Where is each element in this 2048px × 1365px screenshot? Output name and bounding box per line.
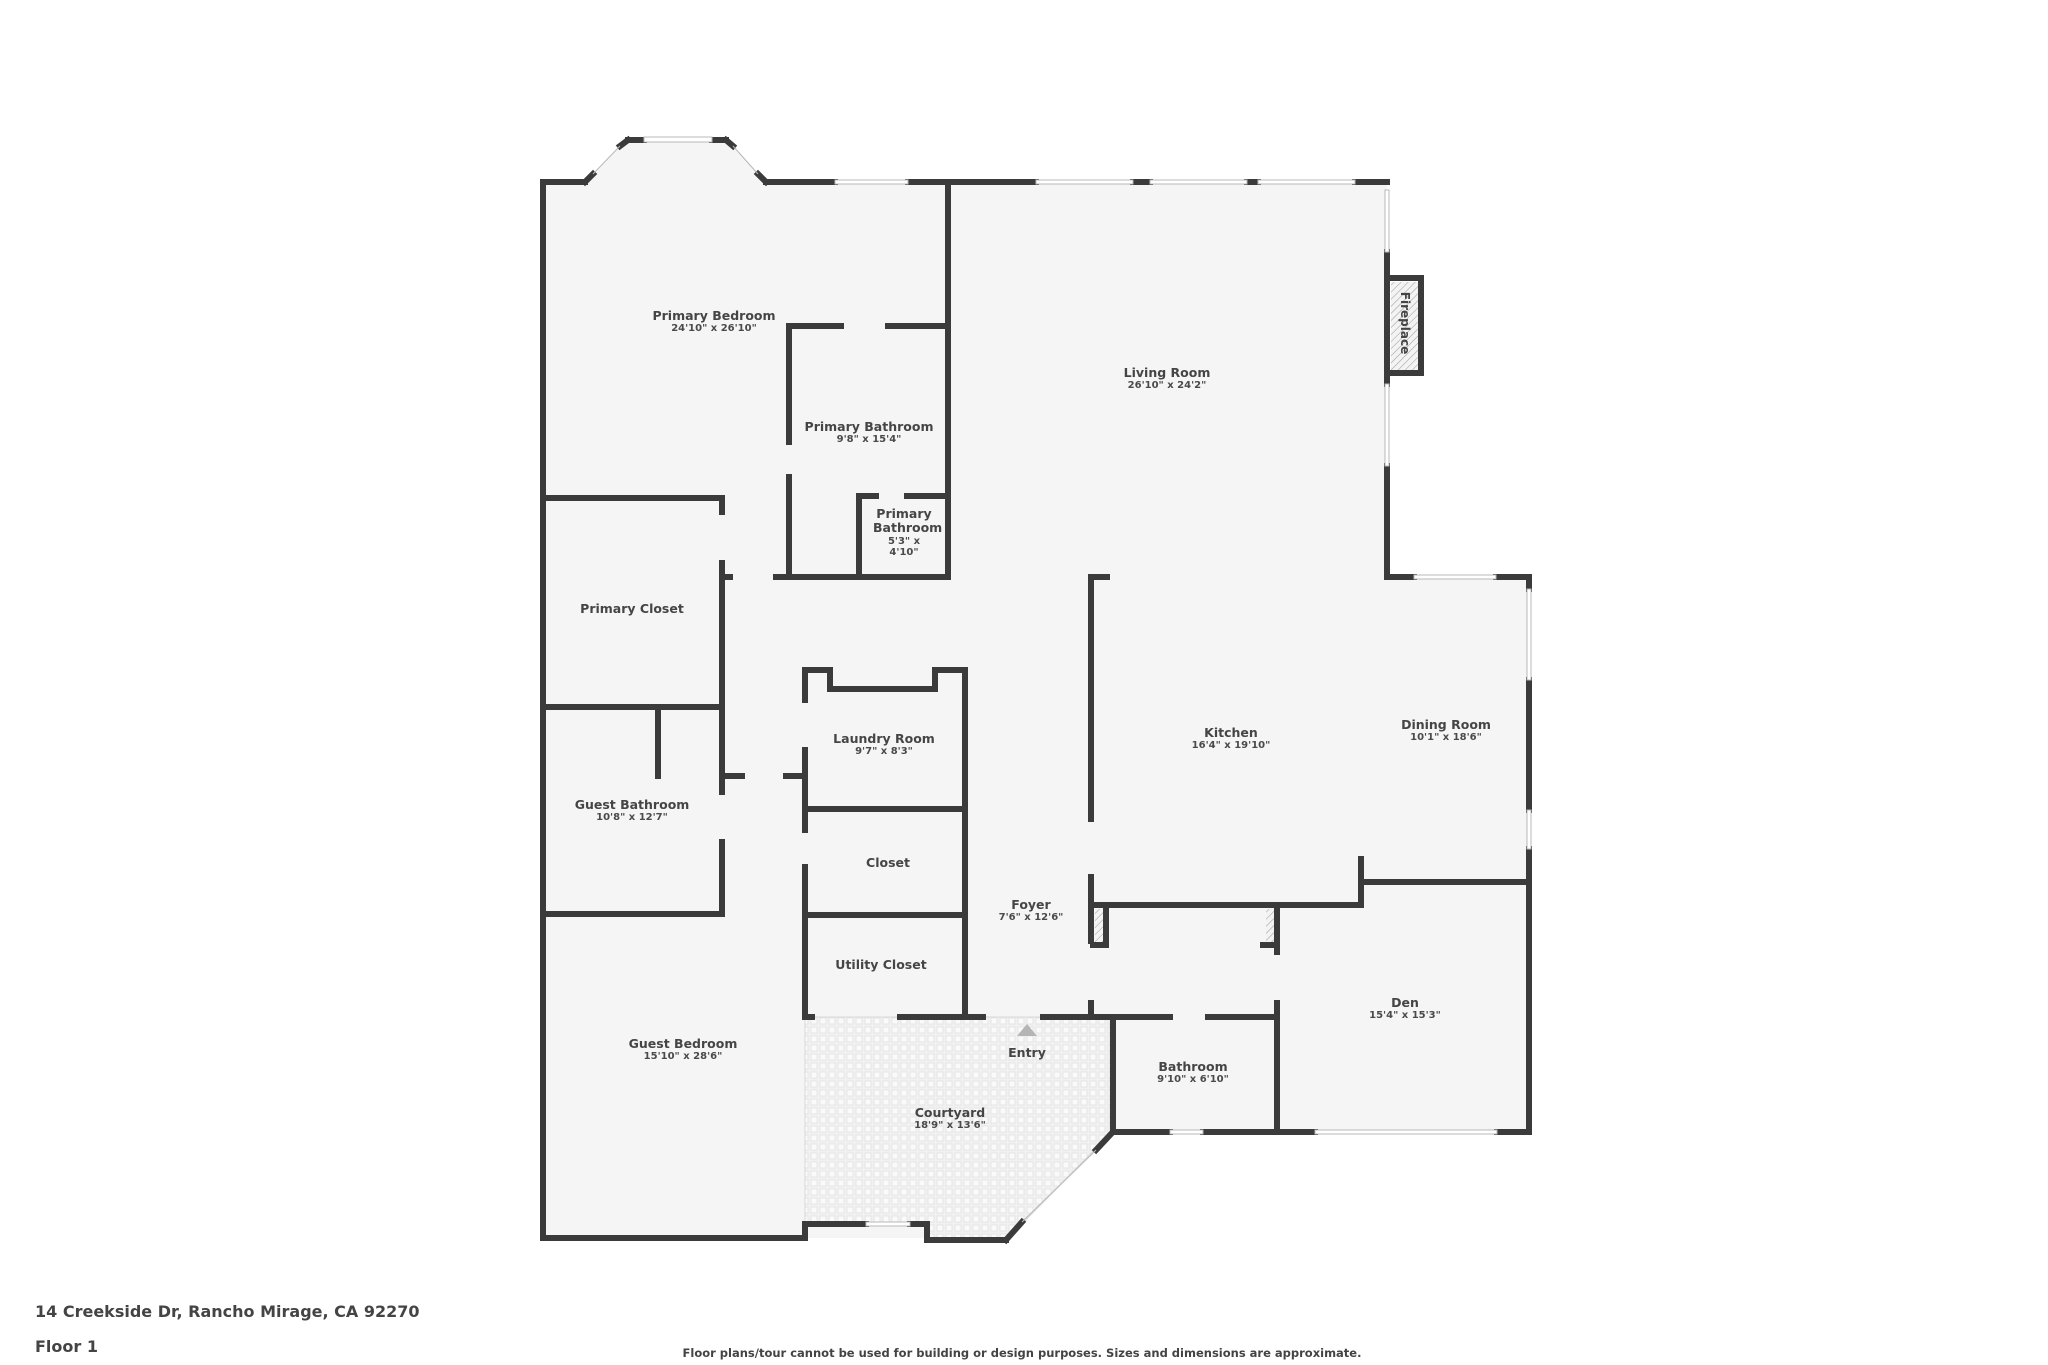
- entry-arrow-icon: [1017, 1024, 1037, 1036]
- room-label-living-room: Living Room 26'10" x 24'2": [1123, 365, 1211, 392]
- room-label-primary-bathroom: Primary Bathroom 9'8" x 15'4": [804, 419, 934, 446]
- room-label-bathroom: Bathroom 9'10" x 6'10": [1157, 1059, 1229, 1086]
- room-label-primary-closet: Primary Closet: [580, 600, 684, 616]
- windows: [592, 136, 1532, 1227]
- room-label-primary-bathroom-small: Primary Bathroom 5'3" x 4'10": [873, 506, 943, 559]
- room-label-foyer: Foyer 7'6" x 12'6": [998, 897, 1064, 924]
- room-label-closet: Closet: [866, 854, 910, 870]
- fireplace-label: Fireplace: [1398, 291, 1412, 355]
- pier-hatch-left: [1095, 909, 1103, 942]
- room-label-utility-closet: Utility Closet: [835, 956, 927, 972]
- fireplace-hatch: [1391, 282, 1418, 370]
- walls: [540, 135, 1532, 1245]
- room-label-primary-bedroom: Primary Bedroom 24'10" x 26'10": [652, 308, 776, 335]
- property-address: 14 Creekside Dr, Rancho Mirage, CA 92270: [35, 1302, 420, 1321]
- room-label-courtyard: Courtyard 18'9" x 13'6": [914, 1105, 986, 1132]
- room-label-kitchen: Kitchen 16'4" x 19'10": [1191, 725, 1271, 752]
- room-label-guest-bedroom: Guest Bedroom 15'10" x 28'6": [628, 1036, 738, 1063]
- entry-label: Entry: [1008, 1044, 1046, 1060]
- room-label-laundry-room: Laundry Room 9'7" x 8'3": [833, 731, 935, 758]
- room-label-den: Den 15'4" x 15'3": [1369, 995, 1441, 1022]
- room-label-dining-room: Dining Room 10'1" x 18'6": [1401, 717, 1491, 744]
- floor-label: Floor 1: [35, 1337, 98, 1356]
- disclaimer: Floor plans/tour cannot be used for buil…: [682, 1346, 1362, 1360]
- room-label-guest-bathroom: Guest Bathroom 10'8" x 12'7": [574, 797, 690, 824]
- pier-hatch-right: [1266, 909, 1274, 942]
